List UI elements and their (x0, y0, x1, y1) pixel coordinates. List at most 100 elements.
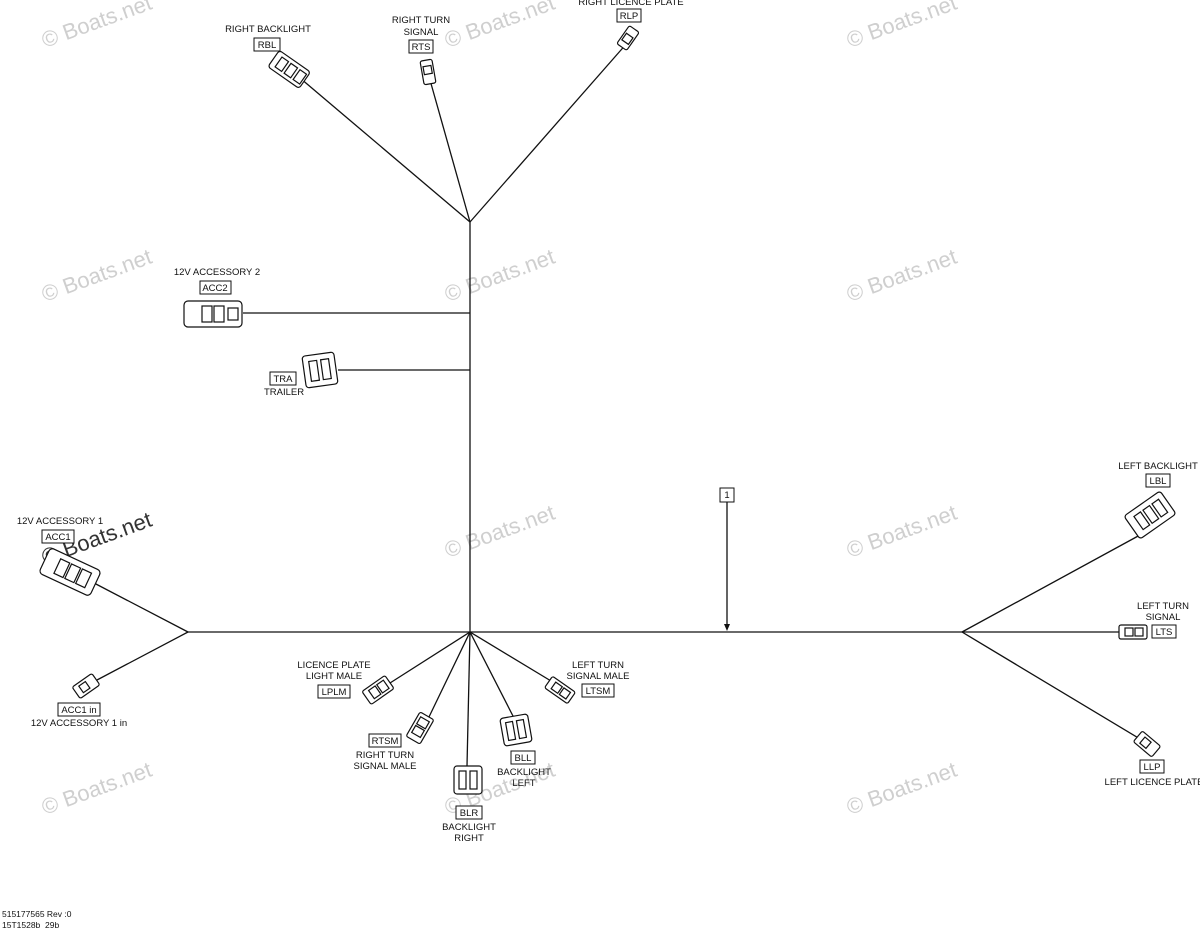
tag-tra: TRA (274, 374, 294, 385)
callout-box (719, 487, 735, 503)
tag-box-rlp (616, 8, 642, 23)
tag-box-lts (1151, 624, 1177, 639)
connector-acc1 (39, 548, 101, 596)
tag-box-lplm (317, 684, 351, 699)
connector-ltsm (544, 676, 576, 704)
tag-lbl: LBL (1150, 476, 1167, 487)
branch-wire-rlp (469, 41, 629, 223)
tag-box-rbl (253, 37, 281, 52)
connector-lbl (1124, 491, 1176, 539)
tag-acc1: ACC1 (45, 532, 70, 543)
branch-wire-lbl (961, 534, 1141, 633)
part-number: 515177565 Rev :0 (2, 909, 72, 919)
connector-labels: RIGHT BACKLIGHT RBL RIGHT TURN SIGNAL RT… (17, 0, 1200, 844)
label-rtsm-line2: SIGNAL MALE (353, 761, 416, 772)
label-acc1-in: 12V ACCESSORY 1 in (31, 718, 127, 729)
connector-bll (499, 713, 533, 747)
connector-lts (1118, 624, 1148, 640)
tag-rbl: RBL (258, 40, 276, 51)
callout-number: 1 (724, 490, 729, 501)
drawing-code: 15T1528b_29b (2, 920, 59, 928)
label-ltsm-line2: SIGNAL MALE (566, 671, 629, 682)
tag-ltsm: LTSM (586, 686, 611, 697)
label-lplm-line1: LICENCE PLATE (297, 660, 370, 671)
tag-box-acc1-in (57, 702, 101, 717)
tag-rtsm: RTSM (372, 736, 399, 747)
branch-wire-rbl (299, 77, 471, 223)
label-rts-line1: RIGHT TURN (392, 15, 450, 26)
connector-acc2 (183, 300, 243, 328)
label-bll-line2: LEFT (512, 778, 535, 789)
label-rtsm-line1: RIGHT TURN (356, 750, 414, 761)
label-lbl: LEFT BACKLIGHT (1118, 461, 1198, 472)
watermark: © Boats.net (843, 244, 960, 307)
callout-arrowhead (724, 624, 730, 631)
watermark: © Boats.net (843, 500, 960, 563)
tag-box-bll (510, 750, 536, 765)
tag-box-llp (1139, 759, 1165, 774)
tag-blr: BLR (460, 808, 479, 819)
connector-tra (301, 351, 339, 389)
label-tra: TRAILER (264, 387, 304, 398)
watermark: © Boats.net (441, 0, 558, 53)
connector-rts (419, 58, 437, 86)
connectors (39, 25, 1176, 795)
watermark: © Boats.net (38, 0, 155, 53)
label-lplm-line2: LIGHT MALE (306, 671, 362, 682)
tag-box-rtsm (368, 733, 402, 748)
label-rlp: RIGHT LICENCE PLATE (578, 0, 683, 8)
label-ltsm-line1: LEFT TURN (572, 660, 624, 671)
branch-wire-blr (466, 631, 471, 767)
watermark: © Boats.net (38, 244, 155, 307)
connector-rlp (616, 25, 640, 51)
label-rbl: RIGHT BACKLIGHT (225, 24, 311, 35)
label-bll-line1: BACKLIGHT (497, 767, 551, 778)
label-blr-line1: BACKLIGHT (442, 822, 496, 833)
label-rts-line2: SIGNAL (404, 27, 439, 38)
watermark: © Boats.net (843, 0, 960, 53)
branch-wire-rts (429, 79, 471, 223)
connector-rbl (268, 50, 310, 88)
tag-lplm: LPLM (322, 687, 347, 698)
harness-wires (93, 41, 1146, 767)
tag-rlp: RLP (620, 11, 638, 22)
watermark: © Boats.net (38, 757, 155, 820)
branch-wire-bll (469, 631, 515, 719)
tag-bll: BLL (515, 753, 532, 764)
branch-wire-acc1-in (96, 631, 189, 681)
watermark: © Boats.net (441, 500, 558, 563)
label-lts-line2: SIGNAL (1146, 612, 1181, 623)
tag-box-acc1 (41, 529, 75, 544)
label-blr-line2: RIGHT (454, 833, 484, 844)
connector-acc1-in (72, 673, 100, 699)
tag-lts: LTS (1156, 627, 1173, 638)
connector-lplm (362, 675, 394, 705)
tag-box-rts (408, 39, 434, 54)
branch-wire-ltsm (469, 631, 557, 685)
tag-llp: LLP (1144, 762, 1161, 773)
tag-box-tra (269, 371, 297, 386)
connector-rtsm (406, 712, 434, 744)
label-acc1: 12V ACCESSORY 1 (17, 516, 103, 527)
watermark: © Boats.net (441, 244, 558, 307)
branch-wire-lplm (389, 631, 471, 684)
branch-wire-acc1 (93, 582, 189, 633)
label-llp: LEFT LICENCE PLATE (1105, 777, 1200, 788)
label-lts-line1: LEFT TURN (1137, 601, 1189, 612)
tag-box-acc2 (199, 280, 232, 295)
watermark: © Boats.net (843, 757, 960, 820)
branch-wire-rtsm (427, 631, 471, 720)
tag-acc2: ACC2 (202, 283, 227, 294)
drawing-footer: 515177565 Rev :0 15T1528b_29b (2, 909, 72, 928)
tag-acc1-in: ACC1 in (61, 705, 96, 716)
tag-rts: RTS (412, 42, 431, 53)
connector-blr (453, 765, 483, 795)
tag-box-blr (455, 805, 483, 820)
connector-llp (1133, 731, 1161, 757)
tag-box-ltsm (581, 683, 615, 698)
label-acc2: 12V ACCESSORY 2 (174, 267, 260, 278)
tag-box-lbl (1145, 473, 1171, 488)
branch-wire-llp (961, 631, 1146, 743)
watermarks: © Boats.net © Boats.net © Boats.net © Bo… (38, 0, 960, 820)
